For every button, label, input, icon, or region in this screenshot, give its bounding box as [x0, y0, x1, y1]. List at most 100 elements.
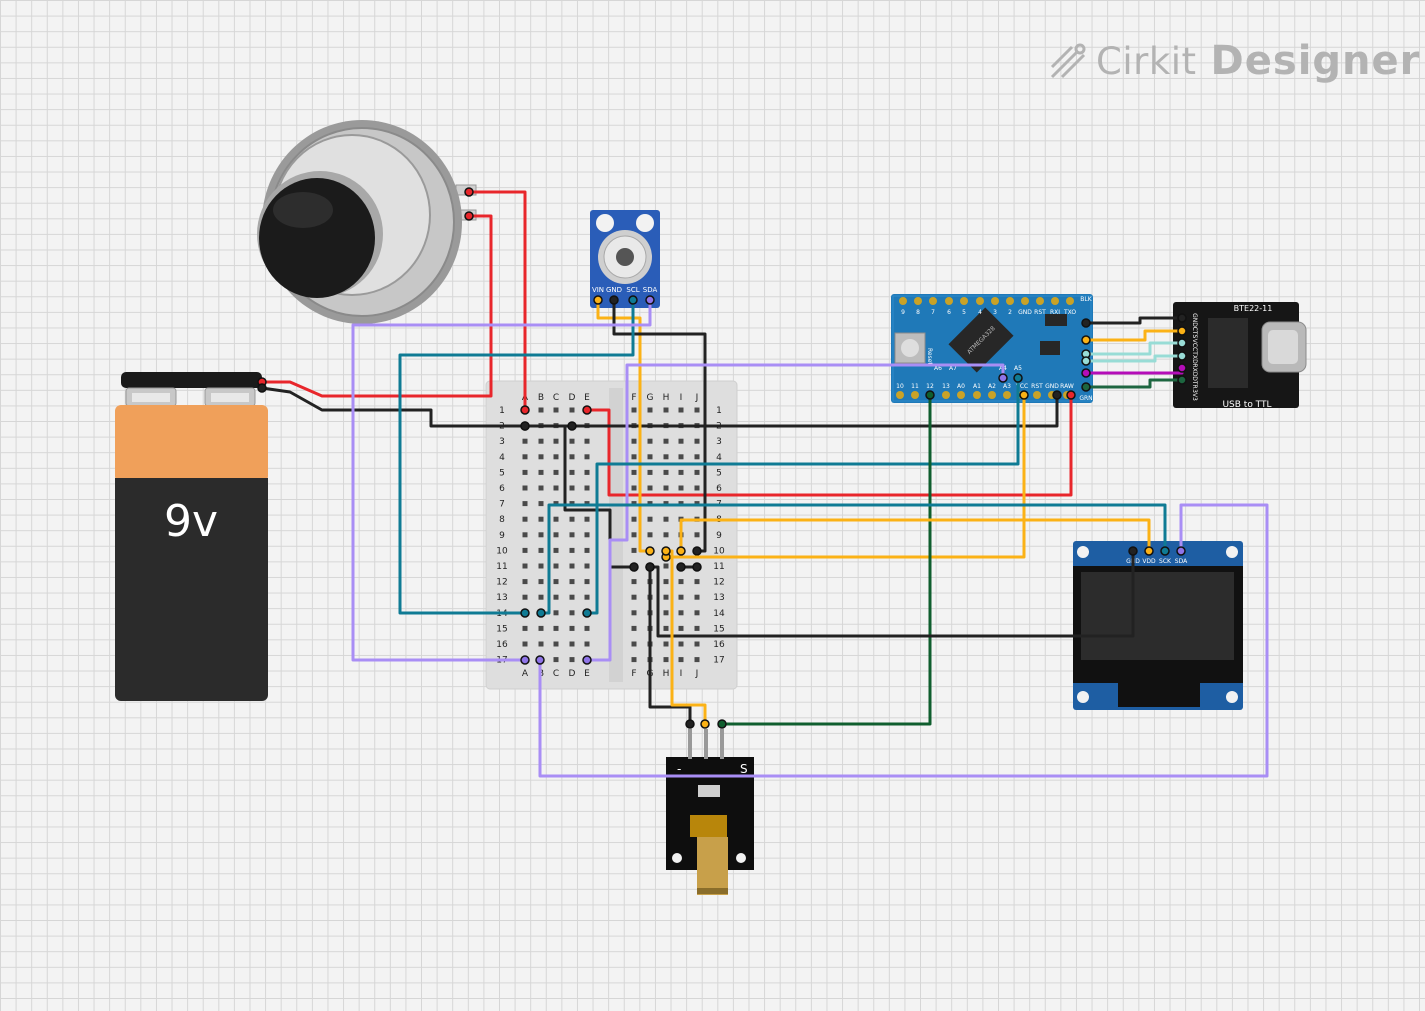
wire-ttl-txd [1084, 341, 1184, 356]
breadboard-hole [631, 579, 637, 585]
breadboard-hole [694, 579, 700, 585]
breadboard-row-label: 9 [716, 531, 722, 541]
wire-endpoint [1177, 338, 1187, 348]
wire-vcc [664, 393, 1026, 559]
arduino-inner-pin-label: A5 [1014, 365, 1022, 372]
breadboard-hole [678, 454, 684, 460]
breadboard-hole [584, 625, 590, 631]
breadboard-hole [663, 485, 669, 491]
wire-endpoint [1160, 546, 1170, 556]
breadboard-row-label: 5 [716, 468, 722, 478]
usb-ttl-pin-label: CTS [1191, 327, 1198, 339]
arduino-pin [991, 297, 999, 305]
breadboard-hole [538, 516, 544, 522]
breadboard-column-label: D [569, 669, 576, 679]
wires[interactable] [257, 187, 1269, 778]
breadboard-hole [663, 657, 669, 663]
arduino-grn-label: GRN [1079, 395, 1092, 402]
wire-endpoint [1013, 373, 1023, 383]
arduino-pin [896, 391, 904, 399]
breadboard-hole [678, 407, 684, 413]
breadboard-hole [631, 594, 637, 600]
wire-endpoint [582, 405, 592, 415]
battery-9v[interactable]: 9v [115, 372, 268, 701]
breadboard-hole [647, 516, 653, 522]
wire-endpoint [1177, 375, 1187, 385]
breadboard-column-label: D [569, 393, 576, 403]
breadboard-hole [569, 641, 575, 647]
breadboard-hole [631, 657, 637, 663]
push-button[interactable] [257, 120, 477, 324]
wire-endpoint [520, 608, 530, 618]
breadboard-hole [647, 469, 653, 475]
breadboard-row-label: 12 [713, 578, 724, 588]
breadboard-hole [631, 469, 637, 475]
usb-to-ttl-module[interactable]: BTE22-11 USB to TTL GNDCTSVCCTXDRXDDTR3V… [1173, 302, 1307, 410]
arduino-pin [957, 391, 965, 399]
wire-endpoint [536, 608, 546, 618]
arduino-pin-label: 11 [911, 383, 919, 390]
wire-endpoint [998, 373, 1008, 383]
breadboard-row-label: 5 [499, 468, 505, 478]
breadboard-hole [694, 625, 700, 631]
arduino-pin-label: A0 [957, 383, 965, 390]
wire-oled-sck [539, 503, 1167, 615]
arduino-pin-label: RXI [1050, 309, 1060, 316]
cirkit-designer-logo: Cirkit Designer [1048, 36, 1420, 86]
wire-endpoint [685, 719, 695, 729]
breadboard-hole [663, 563, 669, 569]
wire-endpoint [1081, 318, 1091, 328]
breadboard-hole [694, 438, 700, 444]
breadboard-hole [553, 469, 559, 475]
breadboard-hole [663, 579, 669, 585]
oled-pin-label: SDA [1175, 558, 1188, 565]
breadboard-hole [553, 657, 559, 663]
breadboard-column-label: B [538, 393, 544, 403]
wire-pin12 [720, 393, 932, 726]
breadboard-row-label: 6 [499, 484, 505, 494]
breadboard-hole [569, 594, 575, 600]
arduino-pin [1006, 297, 1014, 305]
ir-pin-label: SCL [626, 286, 639, 294]
breadboard-hole [569, 547, 575, 553]
breadboard-row-label: 11 [496, 562, 507, 572]
breadboard-hole [553, 641, 559, 647]
breadboard-hole [694, 469, 700, 475]
wire-endpoint [692, 562, 702, 572]
wire-endpoint [520, 421, 530, 431]
breadboard-hole [538, 407, 544, 413]
arduino-pin-label: 7 [931, 309, 935, 316]
wire-endpoint [1176, 546, 1186, 556]
wire-endpoint [1081, 356, 1091, 366]
breadboard-hole [584, 594, 590, 600]
arduino-pin-label: 3 [993, 309, 997, 316]
breadboard-hole [584, 516, 590, 522]
breadboard-hole [647, 438, 653, 444]
wire-ir-sda [351, 298, 652, 662]
breadboard-hole [569, 563, 575, 569]
breadboard-hole [663, 407, 669, 413]
breadboard-hole [694, 610, 700, 616]
breadboard-hole [584, 547, 590, 553]
breadboard-hole [538, 469, 544, 475]
breadboard-column-label: C [553, 669, 559, 679]
breadboard-column-label: F [631, 393, 636, 403]
laser-minus-label: - [677, 762, 681, 776]
wire-endpoint [629, 562, 639, 572]
breadboard-hole [663, 625, 669, 631]
breadboard-hole [553, 532, 559, 538]
breadboard-row-label: 13 [713, 593, 724, 603]
breadboard-hole [631, 438, 637, 444]
laser-module[interactable]: - S [666, 729, 754, 895]
breadboard-hole [631, 407, 637, 413]
breadboard-hole [663, 454, 669, 460]
breadboard-hole [663, 438, 669, 444]
usb-ttl-title: BTE22-11 [1234, 304, 1273, 313]
breadboard-hole [553, 594, 559, 600]
breadboard-hole [522, 641, 528, 647]
breadboard-hole [678, 469, 684, 475]
arduino-pin-label: 2 [1008, 309, 1012, 316]
